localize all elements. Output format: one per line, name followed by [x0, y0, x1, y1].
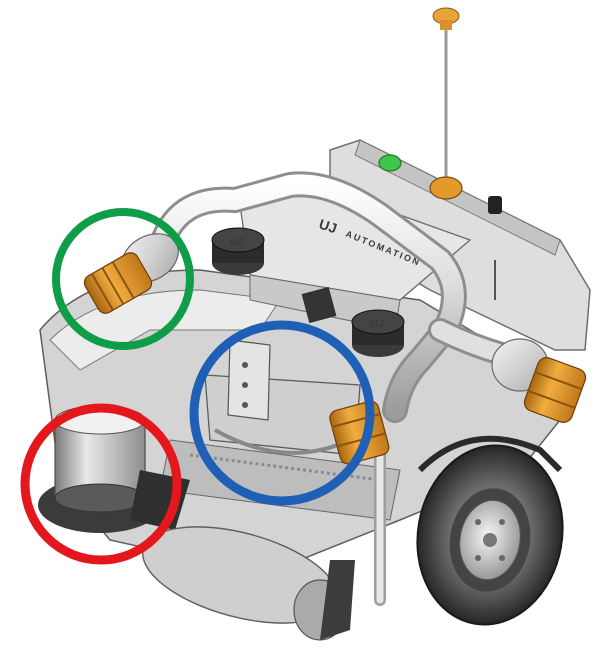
- orange-button-icon: [429, 176, 463, 200]
- knob-right-mark: UJ: [370, 318, 384, 330]
- right-connector: [491, 338, 587, 423]
- brand-mark: UJ: [317, 216, 339, 237]
- green-button-icon: [378, 154, 402, 172]
- blue-highlight-circle: [189, 320, 375, 506]
- knob-right: UJ: [351, 309, 405, 357]
- knob-left: UJ: [211, 227, 265, 275]
- antenna: [432, 7, 460, 178]
- black-switch-icon: [488, 196, 502, 214]
- brush-module: [38, 405, 190, 533]
- center-clamp: [204, 286, 361, 456]
- wheel: [416, 435, 564, 626]
- knob-left-mark: UJ: [230, 236, 244, 248]
- green-highlight-circle: [52, 208, 194, 350]
- left-connector: [83, 233, 179, 314]
- front-roller: [142, 526, 355, 641]
- tubing: [147, 171, 517, 606]
- red-highlight-circle: [20, 403, 182, 565]
